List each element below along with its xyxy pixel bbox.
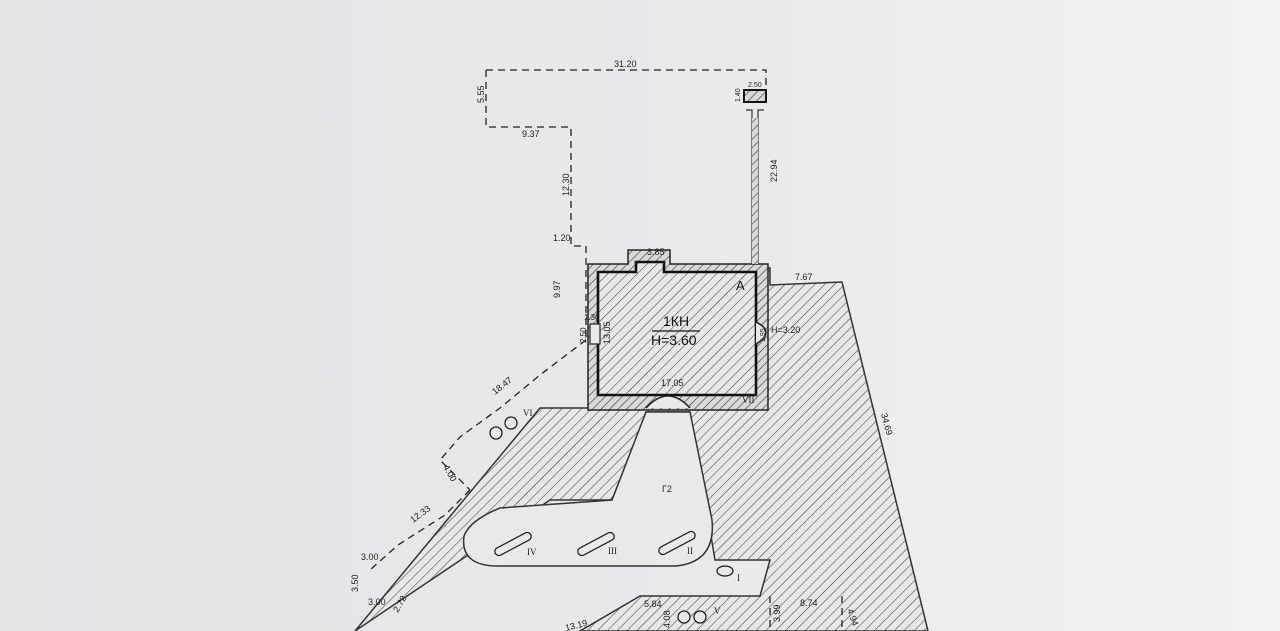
building-height: H=3.60: [651, 332, 697, 348]
side-bay: [755, 321, 767, 345]
building-letter: A: [736, 278, 745, 293]
utility-line-fill: [752, 118, 758, 264]
dim-side-small: 1.95: [760, 328, 767, 342]
dim-small-b: 3.50: [350, 574, 360, 592]
dim-left-long: 12.30: [561, 173, 571, 196]
utility-box: [743, 89, 767, 103]
dim-jog: 1.20: [553, 233, 571, 243]
manhole-i: [716, 565, 734, 577]
front-bay: [645, 395, 691, 409]
label-i: I: [737, 573, 740, 583]
dashed-boundary: [369, 69, 843, 631]
label-vi: VI: [523, 408, 533, 418]
dim-top-span: 31.20: [614, 59, 637, 69]
dim-bay-w: 3.85: [647, 247, 665, 257]
dim-porch-w: 1.30: [584, 313, 600, 322]
circle-pairs: [489, 416, 707, 624]
building-main-block: [596, 260, 758, 397]
label-ii: II: [687, 546, 693, 556]
dim-box-w: 2.50: [748, 82, 762, 89]
label-iv: IV: [527, 547, 537, 557]
dim-left-drop: 5.55: [476, 85, 486, 103]
roman-labels: I II III IV V VI VII: [523, 395, 755, 616]
dim-bottom-b: 5.84: [644, 599, 662, 609]
label-v: V: [714, 606, 721, 616]
dim-small-a: 3.00: [361, 552, 379, 562]
dim-diag-b: 4.00: [441, 463, 458, 483]
dim-right-long: 34.69: [879, 412, 894, 436]
label-iii: III: [608, 546, 617, 556]
dim-diag-c: 12.33: [408, 503, 432, 524]
dim-pipe: 22.94: [769, 159, 779, 182]
dim-bottom-c: 4.08: [662, 610, 672, 628]
pill-features: [494, 530, 696, 557]
dim-inner-w: 13.05: [602, 321, 612, 344]
dim-diag-a: 18.47: [490, 375, 514, 397]
dim-box-h: 1.40: [735, 88, 742, 102]
label-vii: VII: [742, 395, 755, 405]
building-code: 1КН: [663, 313, 689, 329]
dim-inner-step: 9.37: [522, 129, 540, 139]
courtyard-area: [462, 411, 714, 567]
side-height: H=3.20: [771, 325, 800, 335]
dim-bottom-d: 3.99: [772, 604, 782, 622]
dim-corner: 7.67: [795, 272, 813, 282]
dim-left-lower: 9.97: [552, 280, 562, 298]
dim-bottom-e: 8.74: [800, 598, 818, 608]
dim-bottom-a: 13.19: [564, 618, 588, 631]
dim-porch-h: 2.50: [579, 327, 588, 343]
left-porch: [589, 323, 601, 345]
dim-small-c: 3.00: [368, 597, 386, 607]
dim-front-w: 17.05: [661, 378, 684, 388]
courtyard-label: Г2: [662, 484, 672, 494]
